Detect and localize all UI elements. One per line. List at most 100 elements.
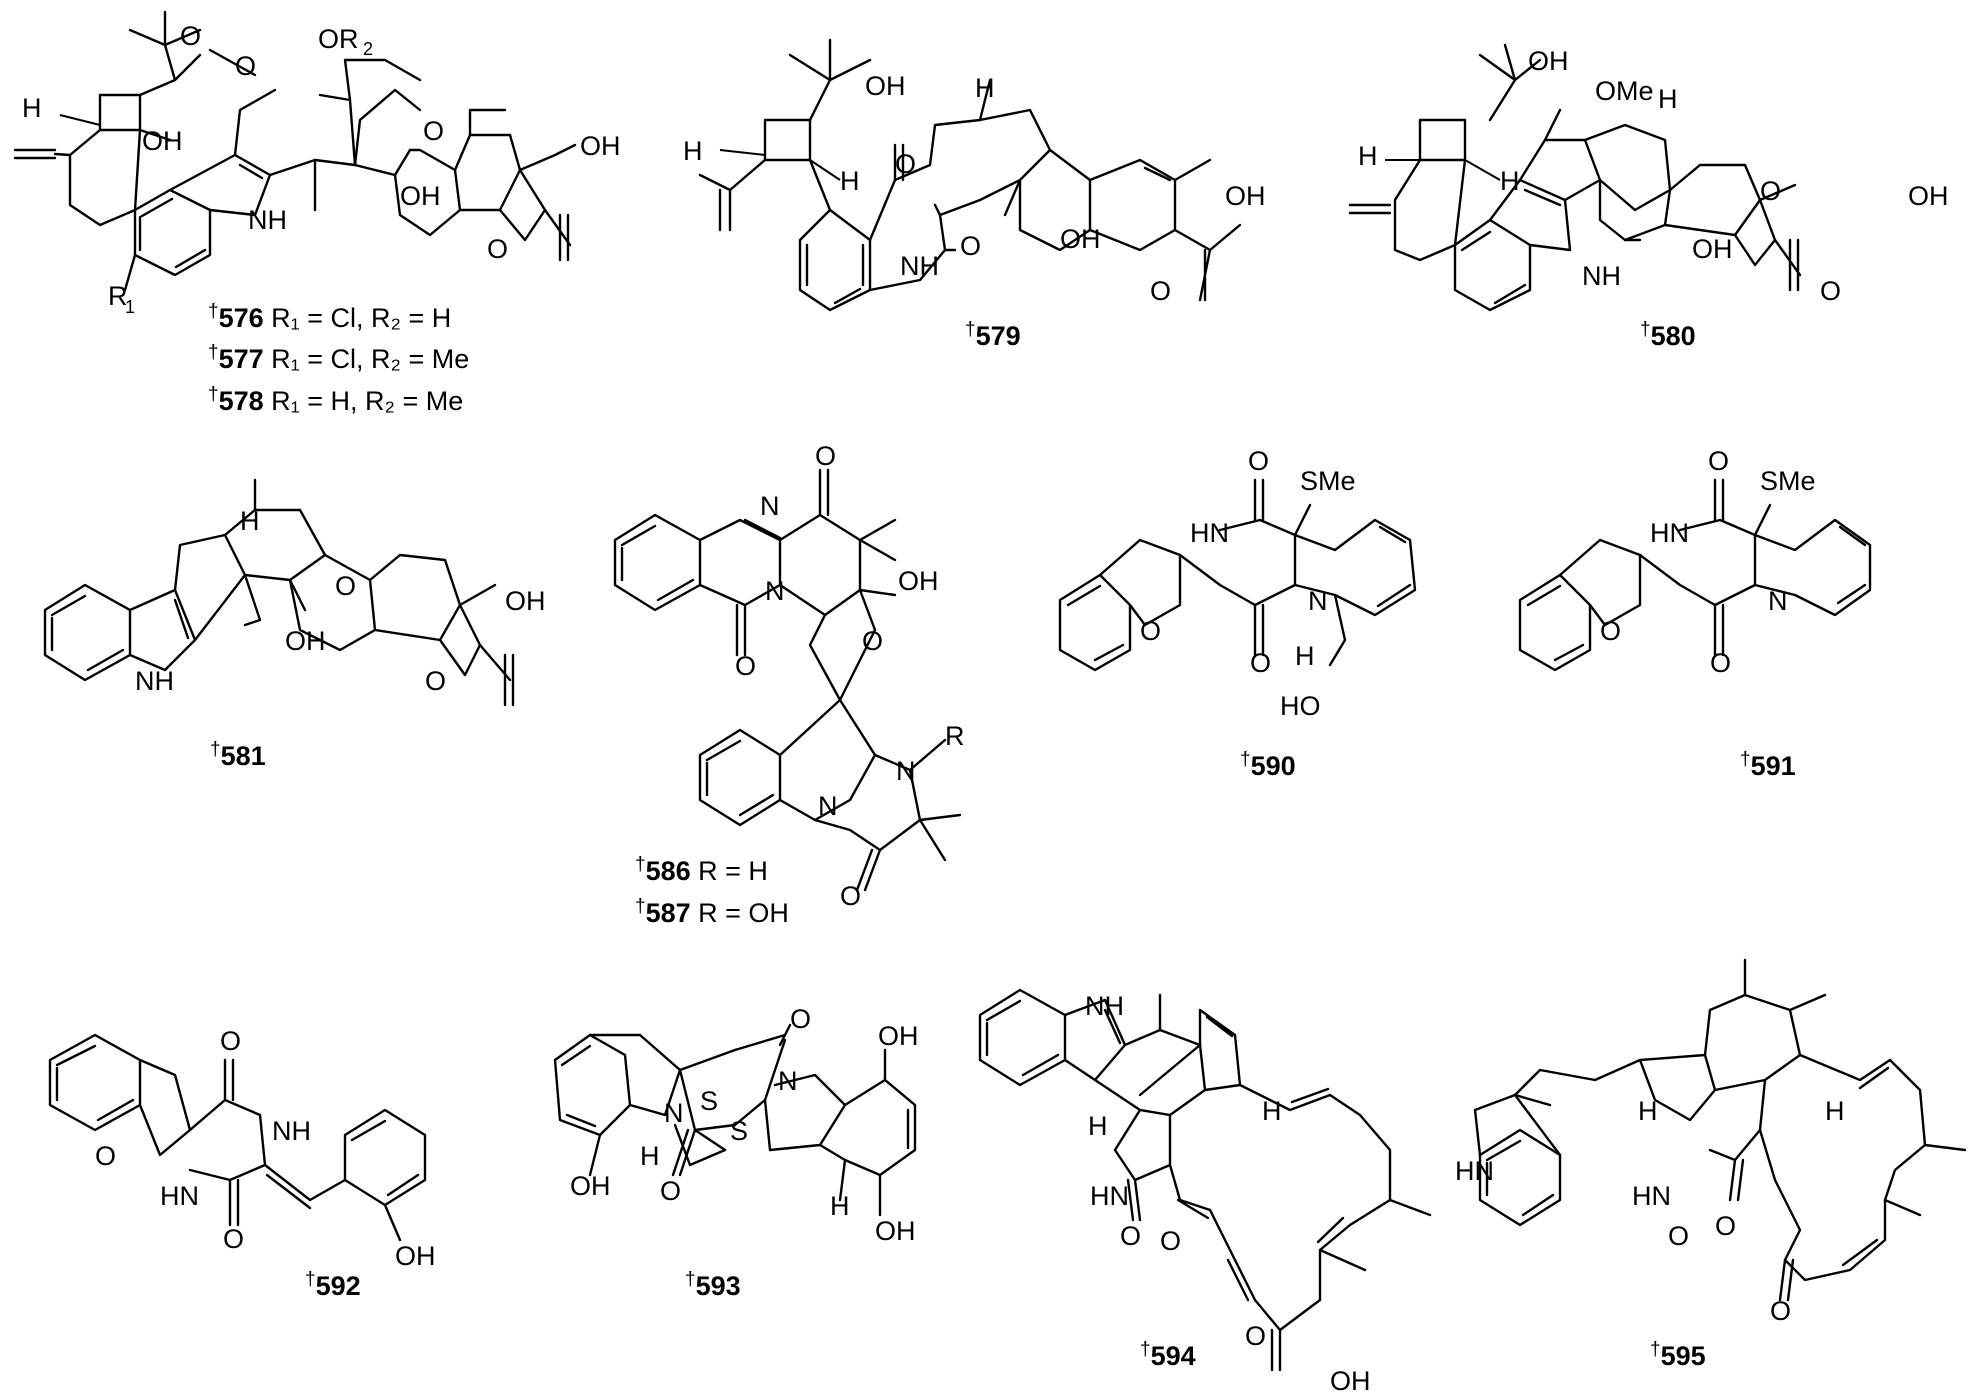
atom-o: O	[487, 234, 508, 264]
atom-oh: OH	[1908, 181, 1949, 211]
atom-hn: HN	[1190, 518, 1229, 548]
atom-o: O	[1120, 1221, 1141, 1251]
atom-nh: NH	[248, 205, 287, 235]
atom-h: H	[640, 1141, 660, 1171]
atom-o: O	[1248, 446, 1269, 476]
compound-label: †580	[1640, 319, 1696, 351]
atom-o: O	[660, 1176, 681, 1206]
atom-h: H	[240, 506, 260, 536]
atom-o: O	[960, 231, 981, 261]
atom-n: N	[818, 791, 838, 821]
atom-o: O	[1245, 1321, 1266, 1351]
atom-r1: R	[108, 281, 128, 311]
atom-sub: 1	[125, 297, 135, 317]
atom-oh: OH	[898, 566, 939, 596]
compound-label: †593	[685, 1269, 741, 1301]
compound-label: †579	[965, 319, 1021, 351]
atom-o: O	[735, 651, 756, 681]
compound-label: †581	[210, 739, 266, 771]
atom-h: H	[1638, 1096, 1658, 1126]
atom-o: O	[895, 149, 916, 179]
atom-o: O	[425, 666, 446, 696]
compound-label: †578 R₁ = H, R₂ = Me	[208, 384, 463, 416]
atom-o: O	[1710, 648, 1731, 678]
atom-oh: OH	[570, 1171, 611, 1201]
atom-o: O	[335, 571, 356, 601]
atom-oh: OH	[1528, 46, 1569, 76]
atom-h: H	[22, 93, 42, 123]
atom-nh: NH	[1085, 991, 1124, 1021]
compound-label: †587 R = OH	[635, 896, 789, 928]
atom-n: N	[765, 576, 785, 606]
atom-o: O	[1715, 1211, 1736, 1241]
atom-hn: HN	[1090, 1181, 1129, 1211]
atom-o: O	[1600, 616, 1621, 646]
atom-o: O	[862, 626, 883, 656]
atom-o: O	[220, 1026, 241, 1056]
atom-h: H	[1088, 1111, 1108, 1141]
atom-oh: OH	[1330, 1366, 1371, 1396]
atom-sub: 2	[363, 39, 373, 59]
atom-h: H	[975, 73, 995, 103]
atom-oh: OH	[878, 1021, 919, 1051]
atom-h: H	[1262, 1096, 1282, 1126]
atom-n: N	[1768, 586, 1788, 616]
atom-o: O	[840, 881, 861, 911]
atom-o: O	[790, 1004, 811, 1034]
atom-oh: OH	[875, 1216, 916, 1246]
compound-label: †576 R₁ = Cl, R₂ = H	[208, 301, 451, 333]
atom-o: O	[1668, 1221, 1689, 1251]
atom-oh: OH	[865, 71, 906, 101]
compound-label: †591	[1740, 749, 1796, 781]
compound-label: †592	[305, 1269, 361, 1301]
atom-hn: HN	[1455, 1156, 1494, 1186]
atom-o: O	[1770, 1296, 1791, 1326]
structure-591: O HN SMe N O O	[1518, 446, 1872, 678]
atom-s: S	[700, 1086, 718, 1116]
atom-h: H	[830, 1191, 850, 1221]
atom-h: H	[1658, 84, 1678, 114]
structure-593: O S S N N H OH O OH OH H	[553, 1004, 919, 1246]
atom-hn: HN	[1650, 518, 1689, 548]
atom-o: O	[1140, 616, 1161, 646]
atom-o: O	[223, 1224, 244, 1254]
atom-h: H	[1825, 1096, 1845, 1126]
atom-ome: OMe	[1595, 76, 1654, 106]
atom-nh: NH	[135, 666, 174, 696]
atom-nh: NH	[272, 1116, 311, 1146]
structure-581: H NH O OH OH O	[43, 478, 546, 707]
atom-oh: OH	[285, 626, 326, 656]
structure-594: NH H H HN O O O OH	[978, 988, 1432, 1396]
atom-o: O	[1708, 446, 1729, 476]
atom-o: O	[1820, 276, 1841, 306]
atom-r: R	[945, 721, 965, 751]
atom-h: H	[1358, 141, 1378, 171]
atom-oh: OH	[1060, 224, 1101, 254]
atom-o: O	[95, 1141, 116, 1171]
structure-579: OH H H H O NH O OH OH O	[683, 38, 1266, 312]
structure-576-578: O O OR 2 H OH NH OH O OH O R 1	[13, 10, 621, 317]
atom-n: N	[1308, 586, 1328, 616]
atom-o: O	[1160, 1226, 1181, 1256]
compound-label: †590	[1240, 749, 1296, 781]
atom-o: O	[235, 51, 256, 81]
atom-oh: OH	[142, 126, 183, 156]
atom-n: N	[664, 1098, 684, 1128]
compound-label: †577 R₁ = Cl, R₂ = Me	[208, 342, 469, 374]
structure-580: OH OMe H H H NH O OH OH O	[1348, 43, 1949, 312]
compound-label: †586 R = H	[635, 854, 768, 886]
atom-o: O	[815, 441, 836, 471]
atom-sme: SMe	[1300, 466, 1356, 496]
atom-s: S	[730, 1116, 748, 1146]
atom-n: N	[778, 1066, 798, 1096]
atom-ho: HO	[1280, 691, 1321, 721]
atom-oh: OH	[1692, 234, 1733, 264]
atom-h: H	[1295, 641, 1315, 671]
atom-oh: OH	[580, 131, 621, 161]
compound-label: †595	[1650, 1339, 1706, 1371]
structure-595: HN H H HN O O O	[1455, 958, 1967, 1326]
atom-o: O	[1150, 276, 1171, 306]
atom-oh: OH	[505, 586, 546, 616]
atom-o: O	[180, 21, 201, 51]
